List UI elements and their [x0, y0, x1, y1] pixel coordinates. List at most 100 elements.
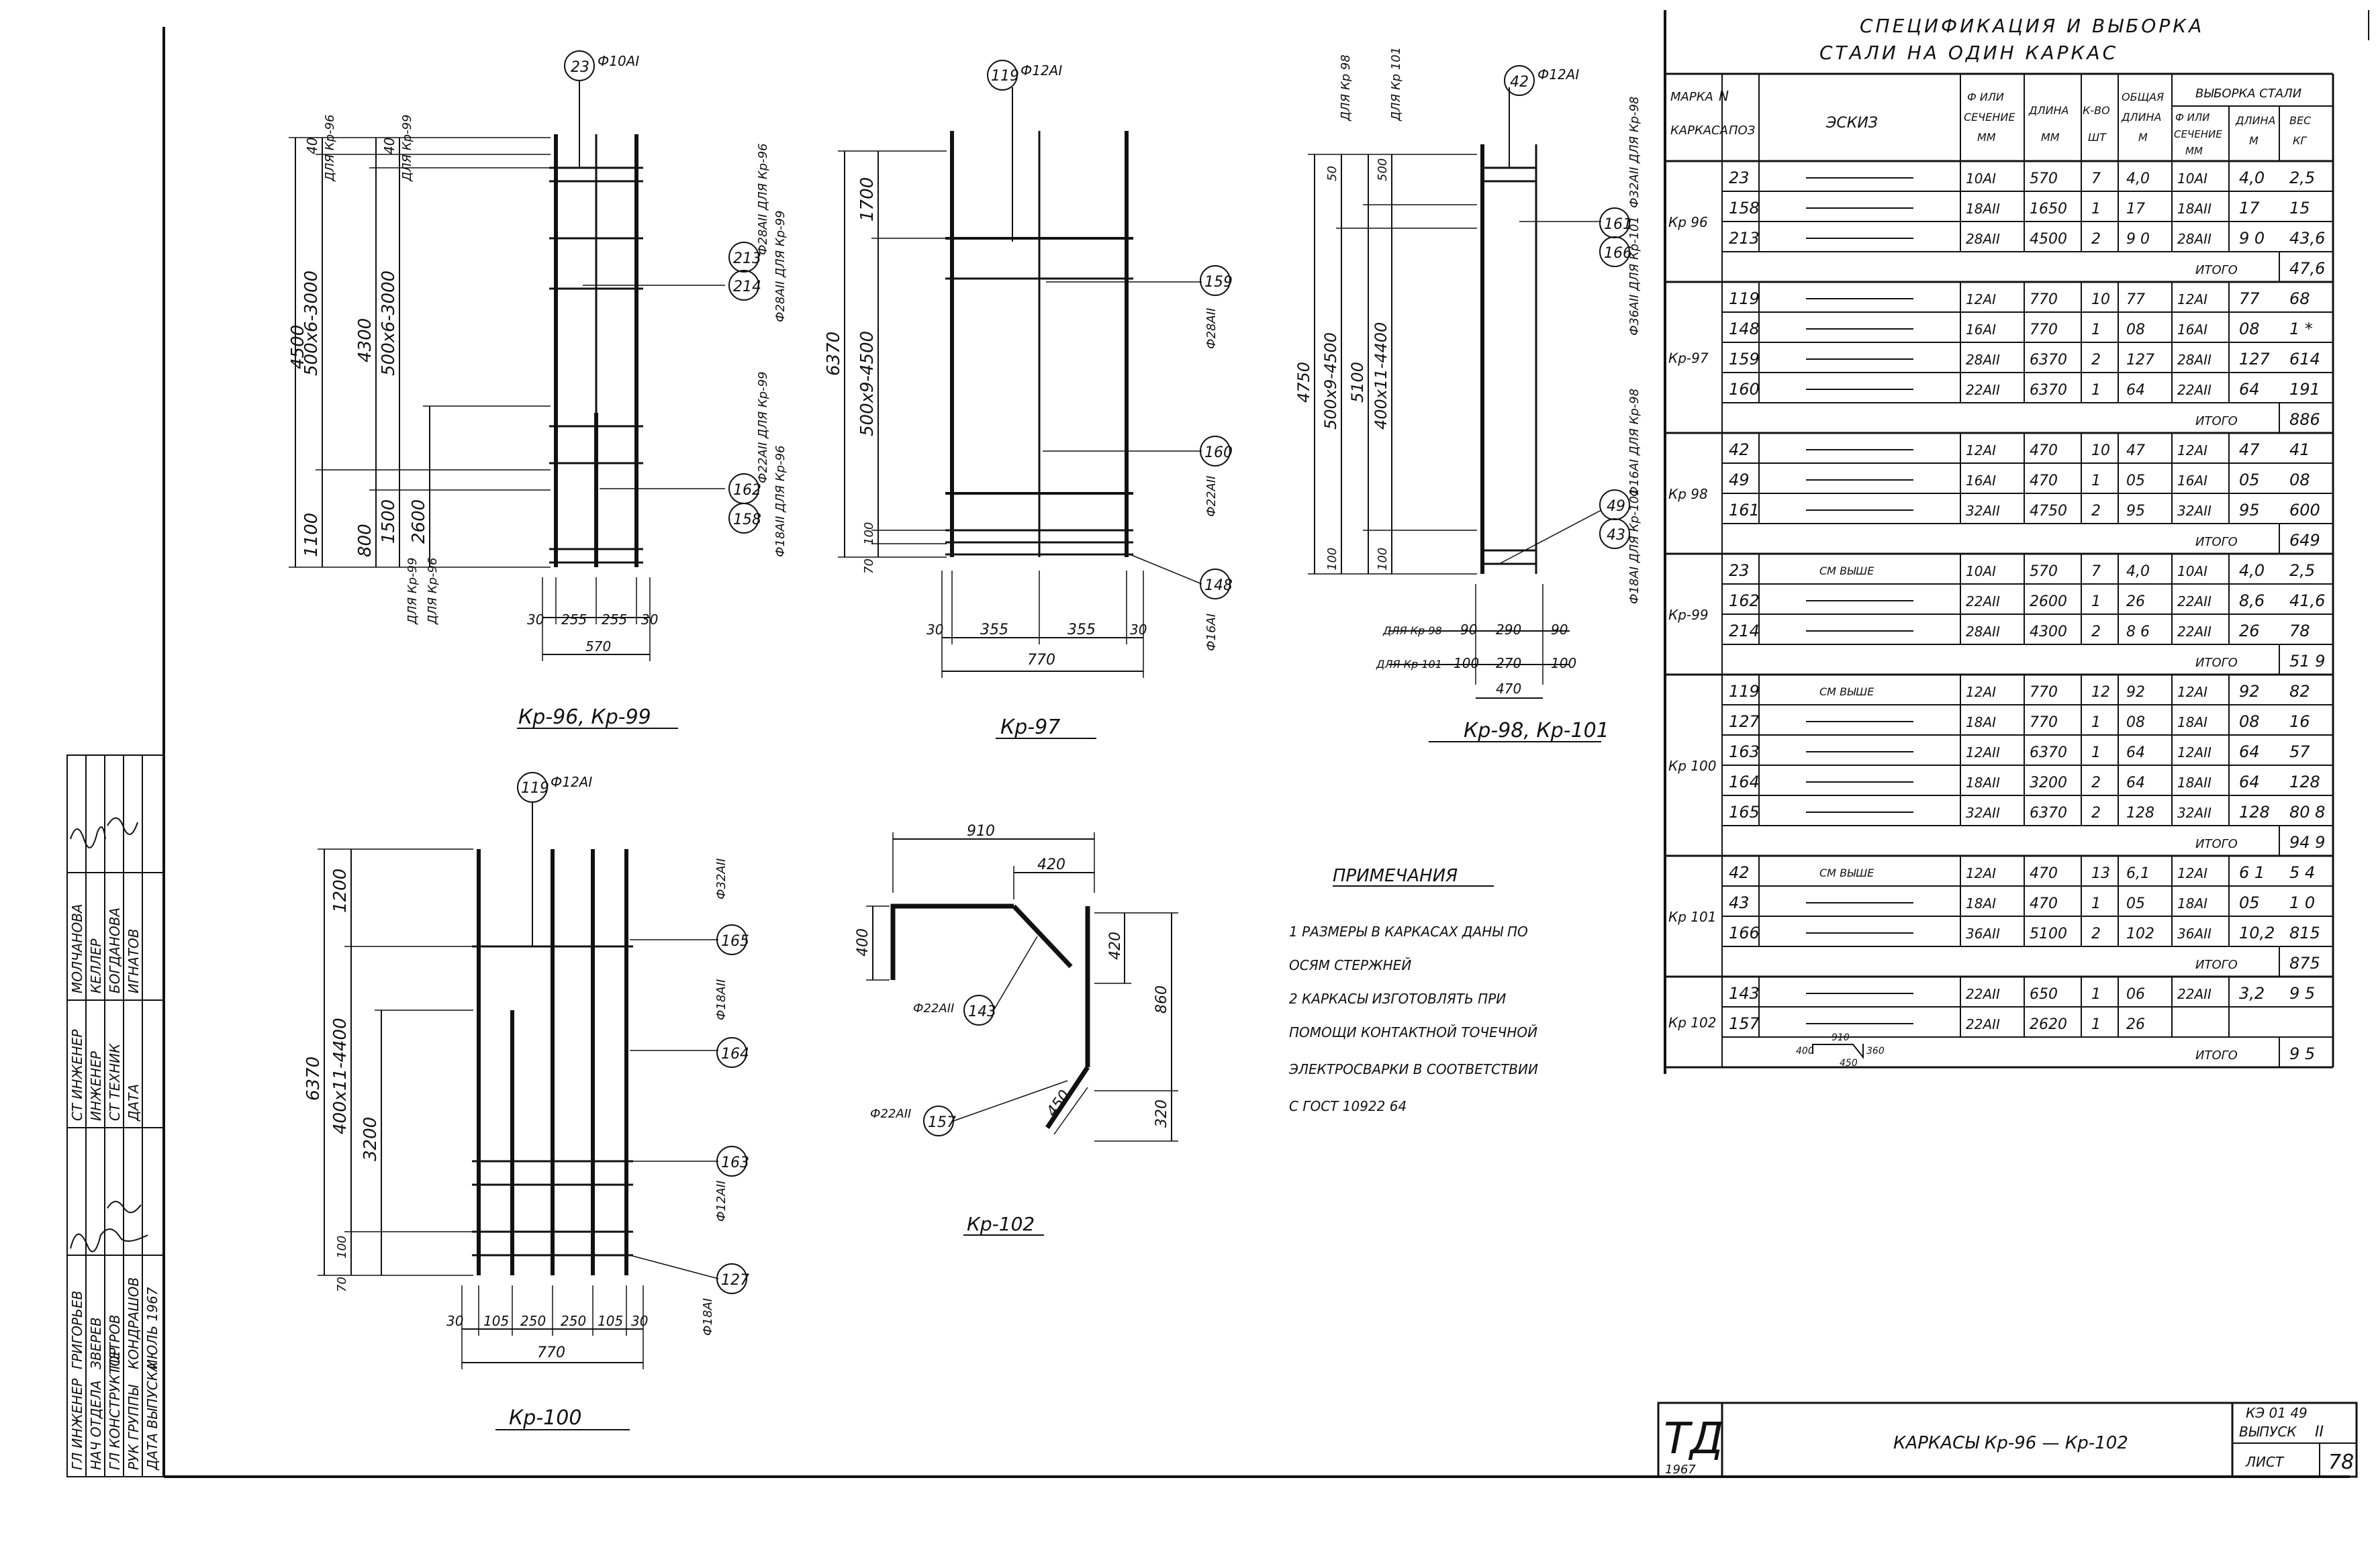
drawing-caption: Кр-97: [1000, 716, 1060, 739]
cell-total-length: 05: [2126, 473, 2145, 489]
frame-kr96: [289, 50, 759, 729]
dimension: 770: [1027, 652, 1055, 669]
cell-length: 4500: [2030, 231, 2067, 248]
cell-sel-length: 95: [2239, 501, 2260, 520]
cell-count: 2: [2091, 231, 2101, 248]
tag-number: 161: [1604, 216, 1632, 233]
frame-mark: Кр 98: [1668, 486, 1708, 502]
dimension: 1100: [301, 513, 322, 557]
cell-length: 770: [2030, 684, 2058, 701]
cell-total-length: 127: [2126, 352, 2154, 369]
cell-length: 6370: [2030, 352, 2067, 369]
dimension: 400х11-4400: [330, 1018, 350, 1134]
cell-length: 570: [2030, 170, 2058, 187]
cell-sel-length: 77: [2239, 289, 2260, 308]
total-label: ИТОГО: [2195, 535, 2238, 549]
cell-count: 1: [2091, 382, 2101, 399]
tag-number: 158: [733, 511, 761, 528]
cell-total-length: 64: [2126, 744, 2145, 761]
cell-pos: 160: [1729, 380, 1760, 399]
cell-pos: 166: [1729, 924, 1760, 942]
dimension: 255: [602, 611, 627, 628]
dimension: 1700: [857, 177, 877, 222]
cell-diam: 12АI: [1966, 684, 1996, 700]
dimension: 40: [304, 138, 320, 154]
tag-number: 143: [968, 1003, 996, 1020]
col-header: ЭСКИЗ: [1825, 115, 1878, 132]
drawing-caption: Кр-102: [967, 1213, 1035, 1235]
cell-length: 6370: [2030, 382, 2067, 399]
cell-pos: 119: [1729, 289, 1760, 308]
frame-mark: Кр 102: [1668, 1015, 1716, 1031]
tag-number: 214: [733, 279, 761, 295]
dimension: 90: [1460, 622, 1477, 638]
bar-label: Ф22АII ДЛЯ Кр-99: [756, 372, 770, 483]
cell-count: 1: [2091, 714, 2101, 731]
cell-weight: 9 5: [2289, 984, 2315, 1003]
spec-title: СПЕЦИФИКАЦИЯ И ВЫБОРКА СТАЛИ НА ОДИН КАР…: [1819, 15, 2204, 64]
cell-sel-diam: 16АI: [2177, 322, 2207, 338]
cell-diam: 18АI: [1966, 895, 1996, 912]
cell-sel-length: 08: [2239, 712, 2260, 731]
col-header: КАРКАСА: [1670, 124, 1728, 138]
cell-pos: 214: [1729, 622, 1760, 640]
cell-diam: 18АII: [1966, 201, 2000, 217]
cell-diam: 32АII: [1966, 503, 2000, 519]
dimension: 500: [1376, 158, 1390, 181]
cell-weight: 600: [2289, 501, 2320, 520]
cell-sel-diam: 22АII: [2177, 593, 2212, 609]
spec-title-line1: СПЕЦИФИКАЦИЯ И ВЫБОРКА: [1860, 15, 2204, 37]
total-label: ИТОГО: [2195, 837, 2238, 851]
cell-weight: 43,6: [2289, 229, 2325, 248]
cell-length: 770: [2030, 714, 2058, 731]
cell-diam: 28АII: [1966, 352, 2000, 368]
dimension: 5100: [1348, 362, 1367, 403]
dimension: 800: [355, 524, 375, 557]
dimension: 30: [1130, 622, 1147, 638]
cell-weight: 57: [2289, 742, 2310, 761]
total-label: ИТОГО: [2195, 414, 2238, 428]
cell-count: 2: [2091, 805, 2101, 822]
tag-number: 119: [521, 780, 549, 797]
cell-count: 12: [2091, 684, 2110, 701]
cell-total-length: 64: [2126, 382, 2145, 399]
col-header: Ф ИЛИ: [2175, 111, 2209, 124]
cell-weight: 128: [2289, 773, 2320, 791]
cell-sel-length: 4,0: [2239, 168, 2265, 187]
cell-weight: 15: [2289, 199, 2310, 217]
cell-weight: 191: [2289, 380, 2320, 399]
frame-kr102-labels: 910 420 400 420 860 450 320 143 157 Ф22А…: [855, 823, 1170, 1235]
total-label: ИТОГО: [2195, 958, 2238, 972]
dimension: 4500: [288, 325, 308, 369]
cell-sel-length: 128: [2239, 803, 2270, 822]
issue-label: ВЫПУСК: [2239, 1424, 2297, 1440]
dimension: 30: [446, 1313, 463, 1329]
col-header: М: [2138, 131, 2148, 144]
cell-diam: 36АII: [1966, 926, 2000, 942]
bar-label: Ф32АII ДЛЯ Кр-98: [1627, 97, 1642, 208]
dimension: 500х9-4500: [1321, 332, 1340, 430]
cell-total-length: 05: [2126, 895, 2145, 912]
bar-label: Ф32АII: [714, 859, 728, 899]
cell-sel-diam: 22АII: [2177, 986, 2212, 1002]
cell-total-length: 47: [2126, 442, 2145, 459]
cell-count: 1: [2091, 1016, 2101, 1033]
cell-pos: 43: [1729, 893, 1750, 912]
dimension: 30: [631, 1313, 648, 1329]
cell-count: 2: [2091, 926, 2101, 942]
dimension: 250: [520, 1313, 546, 1329]
cell-sketch-note: СМ ВЫШЕ: [1819, 685, 1874, 698]
dimension: 100: [1551, 655, 1576, 671]
bar-label: Ф28АII ДЛЯ Кр-99: [773, 211, 788, 322]
cell-pos: 164: [1729, 773, 1760, 791]
bar-label: Ф16АI ДЛЯ Кр-98: [1627, 389, 1642, 497]
cell-sel-length: 6 1: [2239, 863, 2265, 882]
cell-sel-length: 4,0: [2239, 561, 2265, 580]
dimension: 320: [1153, 1099, 1170, 1128]
cell-sel-diam: 18АII: [2177, 775, 2212, 791]
dimension: 105: [483, 1313, 509, 1329]
cell-pos: 23: [1729, 168, 1750, 187]
bar-label: Ф22АII: [1204, 476, 1219, 517]
total-label: ИТОГО: [2195, 656, 2238, 670]
cell-sel-length: 64: [2239, 380, 2260, 399]
